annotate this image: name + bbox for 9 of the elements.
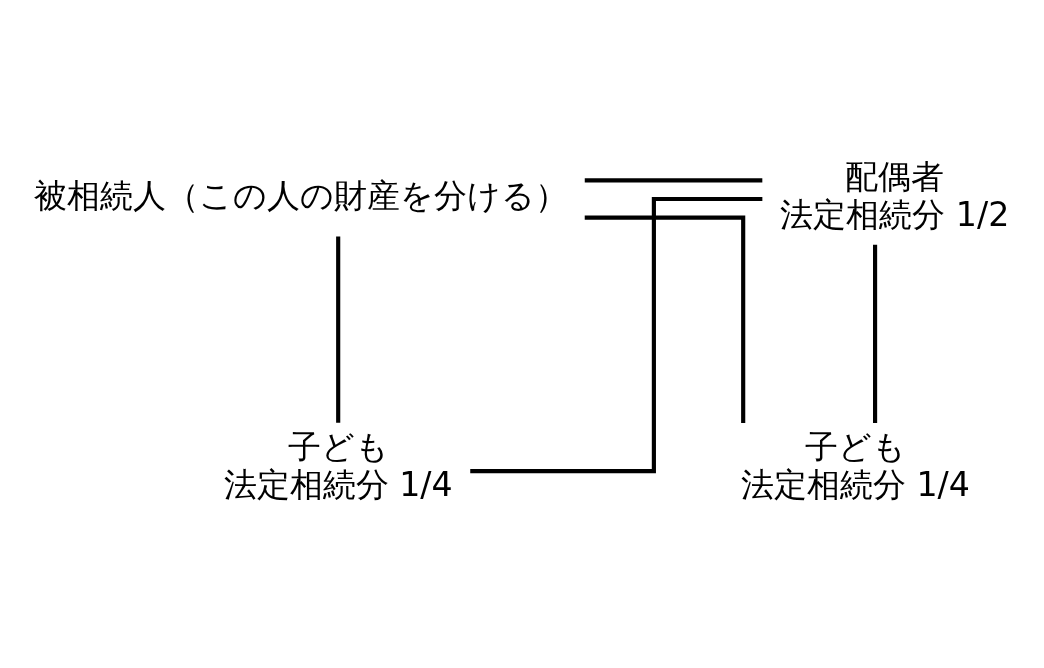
node-text: 子ども 法定相続分 1/4 (740, 427, 970, 504)
node-text: 配偶者 法定相続分 1/2 (780, 157, 1010, 234)
connector (584, 178, 763, 183)
connector (584, 215, 746, 423)
connector (336, 236, 341, 423)
connector (470, 196, 763, 474)
node-text: 被相続人（この人の財産を分ける） (33, 175, 568, 215)
connector (873, 244, 878, 423)
node-text: 子ども 法定相続分 1/4 (223, 427, 453, 504)
